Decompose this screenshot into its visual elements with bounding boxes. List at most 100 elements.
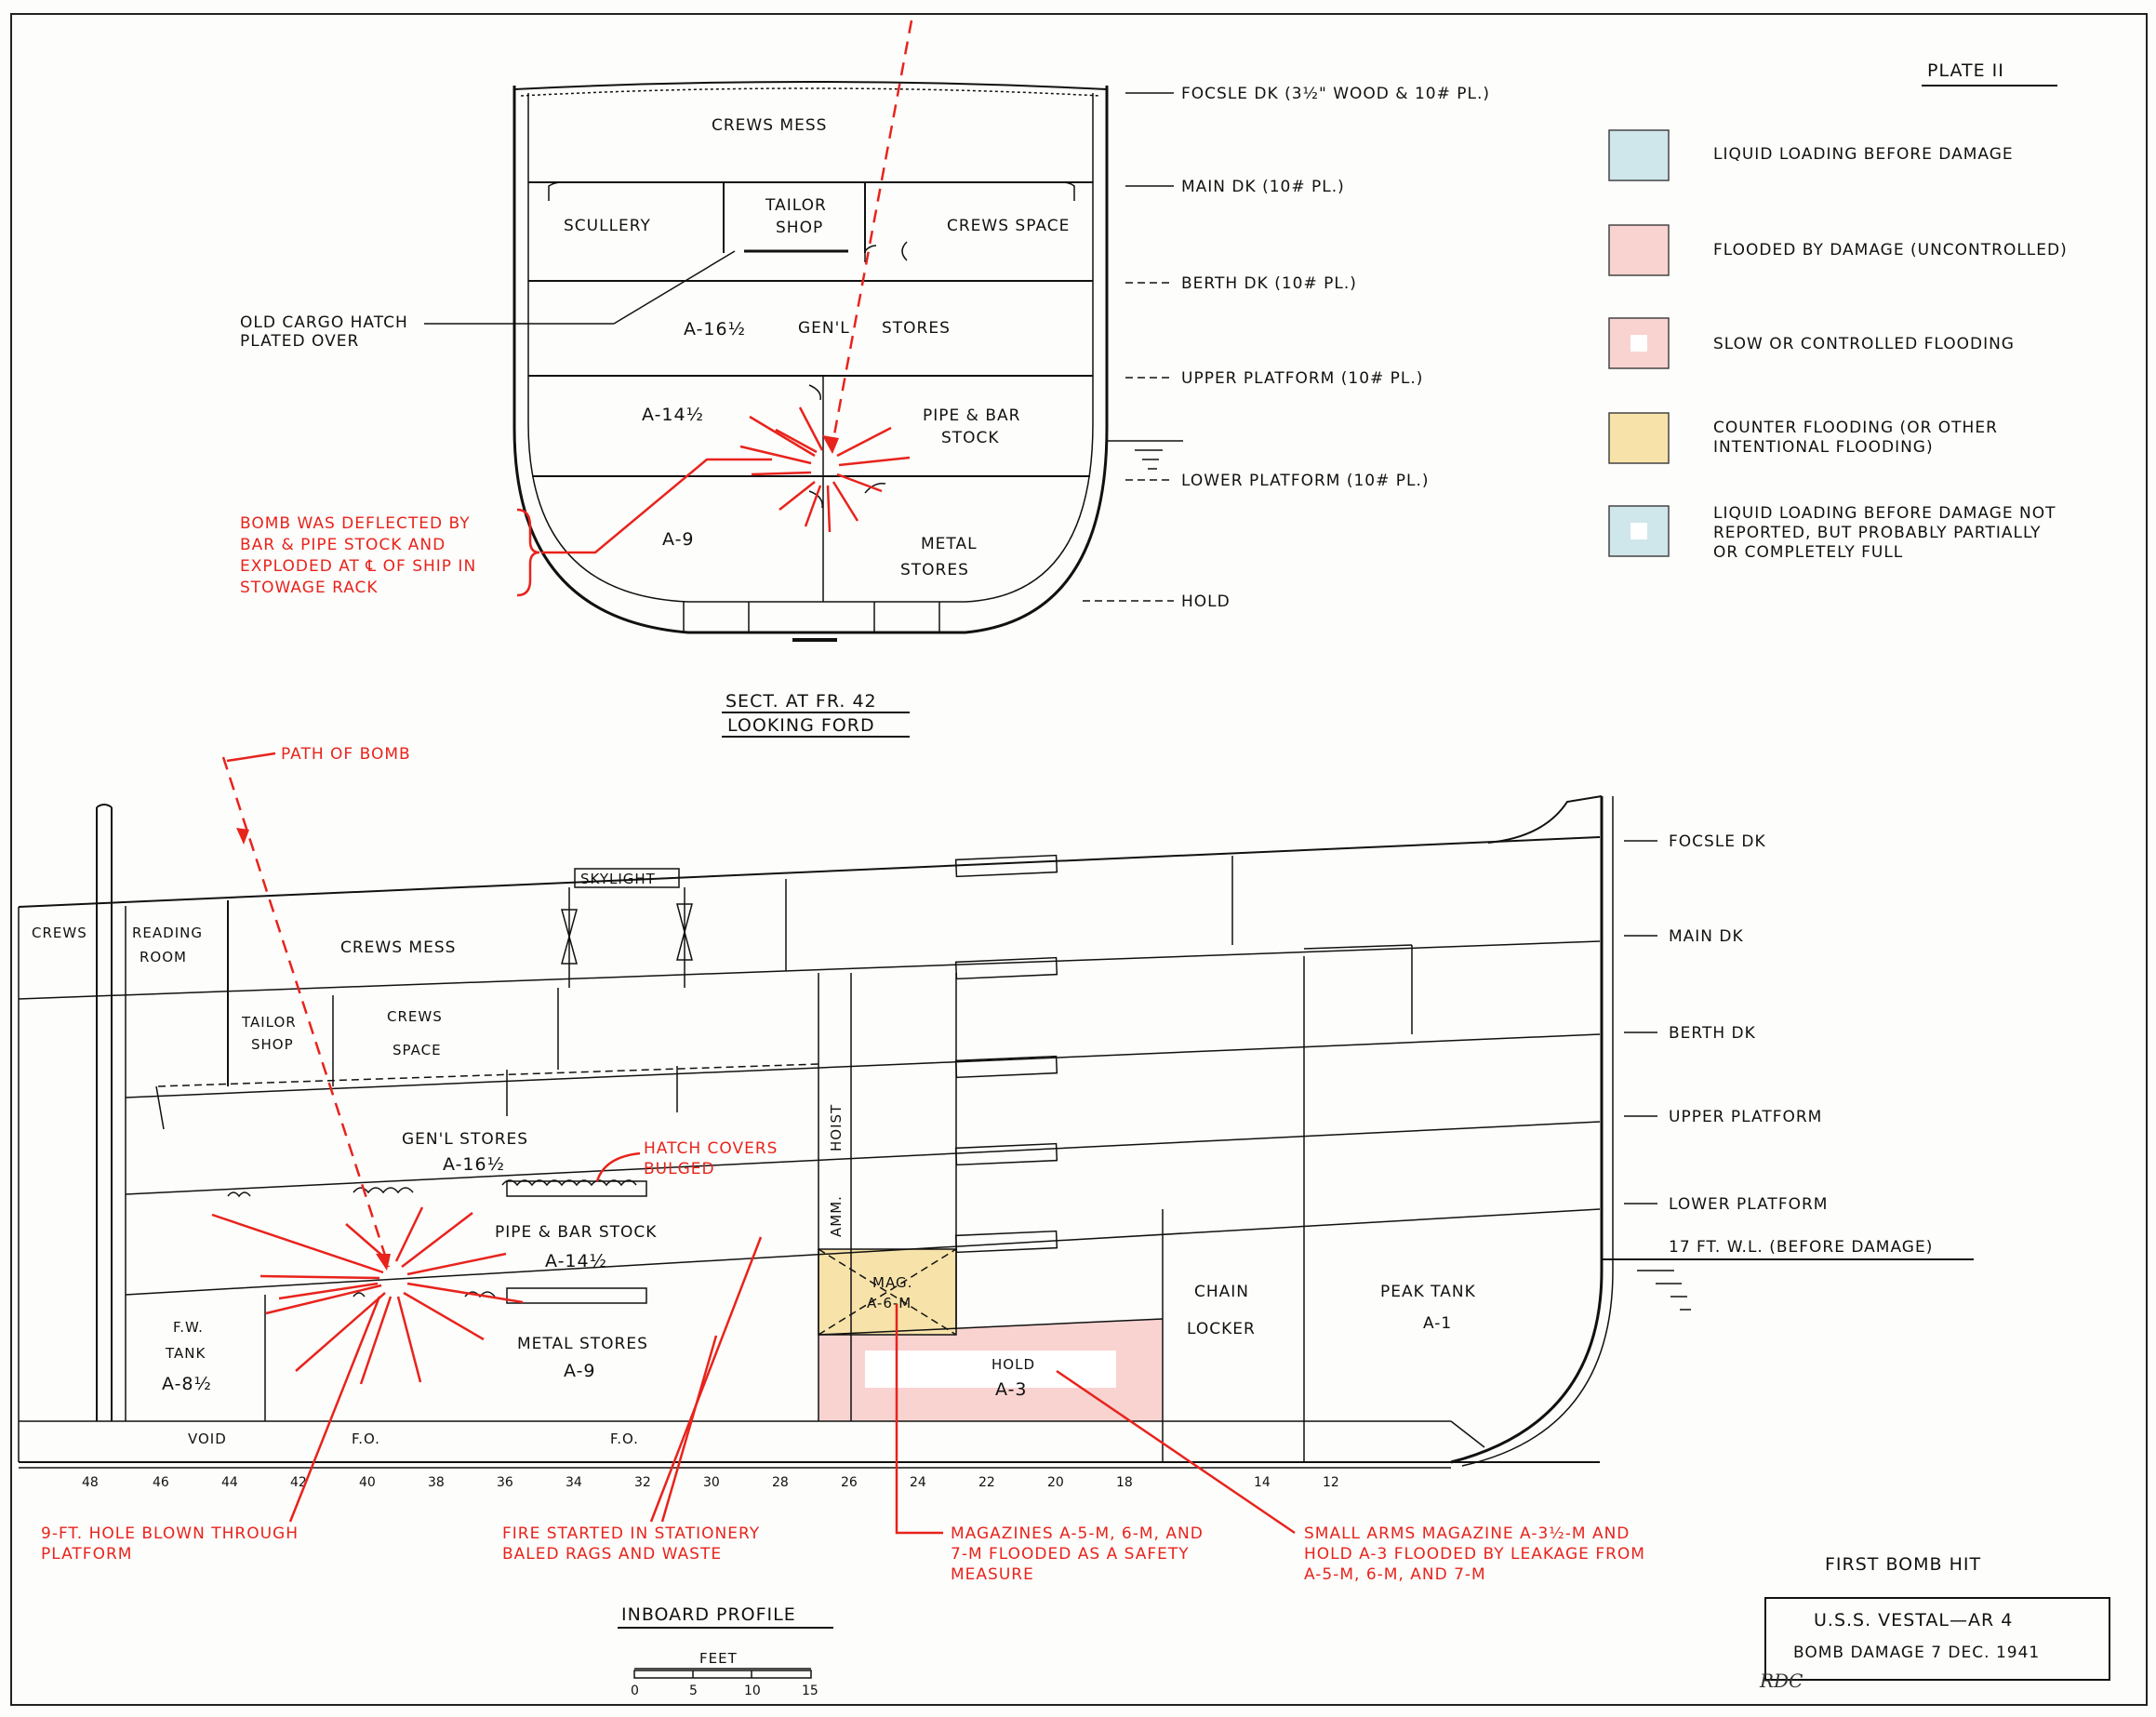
section-subtitle: LOOKING FORD [727,715,875,736]
profile-reading-1: READING [132,925,203,941]
title-initials: RDC [1759,1670,1803,1692]
section-ray-12 [775,428,818,454]
profile-focsle-deck [18,836,1601,908]
profile-deck-upper: UPPER PLATFORM [1669,1108,1822,1126]
section-hull-inner [527,93,1094,603]
title-block: FIRST BOMB HIT U.S.S. VESTAL—AR 4 BOMB D… [1759,1554,2110,1692]
section-scullery: SCULLERY [564,217,651,235]
legend-label-counter: COUNTER FLOODING (OR OTHER INTENTIONAL F… [1713,419,2003,457]
section-bracket-6 [808,490,823,509]
section-metal-1: METAL [921,535,978,553]
profile-bulge-upper [227,1179,637,1198]
profile-void: VOID [188,1431,227,1447]
profile-hoist: HOIST [828,1104,845,1151]
profile-magazine-diag-1 [818,1248,957,1336]
profile-frame-34: 34 [566,1475,582,1490]
legend-item-flooded: FLOODED BY DAMAGE (UNCONTROLLED) [1608,224,2068,276]
profile-frame-42: 42 [290,1475,307,1490]
profile-tank-top-bow [1450,1420,1485,1448]
profile-fo-1: F.O. [352,1431,380,1447]
section-a9: A-9 [662,529,695,550]
profile-tailor-2: SHOP [251,1036,294,1053]
profile-bomb-arrowhead-2 [376,1254,391,1271]
profile-hatch-2 [954,956,1058,980]
profile-chain-1: CHAIN [1194,1283,1249,1301]
legend-item-counter: COUNTER FLOODING (OR OTHER INTENTIONAL F… [1608,412,2003,464]
profile-peak-1: PEAK TANK [1380,1283,1476,1301]
legend-item-slow: SLOW OR CONTROLLED FLOODING [1608,317,2014,369]
profile-bhd-upper-3 [1303,944,1413,950]
section-a14: A-14½ [642,405,704,425]
profile-ray-5 [359,1296,393,1385]
profile-frame-38: 38 [428,1475,445,1490]
section-tailor-1: TAILOR [765,196,827,215]
profile-note-magazines-leader [895,1304,943,1535]
section-tailor-2: SHOP [776,219,823,237]
section-old-hatch-leader-2 [613,250,736,325]
profile-frame-20: 20 [1047,1475,1064,1490]
section-ray-2 [739,445,812,465]
profile-scale-label: FEET [699,1650,738,1667]
profile-note-fire-leader-1 [649,1236,763,1523]
section-bomb-arrowhead [822,435,839,454]
section-metal-2: STORES [900,561,969,579]
profile-ray-1 [211,1213,384,1274]
section-deck-berth: BERTH DK (10# PL.) [1181,274,1357,293]
legend-swatch-flooded [1608,224,1670,276]
title-caption: FIRST BOMB HIT [1825,1554,1981,1575]
profile-frame-24: 24 [910,1475,926,1490]
section-bracket-3 [548,181,563,201]
plate-number: PLATE II [1927,60,2004,81]
title-box [1764,1597,2110,1681]
profile-fo-2: F.O. [610,1431,639,1447]
section-pipe-2: STOCK [941,429,1000,447]
profile-bow-top [1487,795,1603,844]
section-ray-3 [751,471,812,476]
section-deck-focsle: FOCSLE DK (3½" WOOD & 10# PL.) [1181,85,1490,103]
legend-label-flooded: FLOODED BY DAMAGE (UNCONTROLLED) [1713,241,2068,260]
profile-hold-2: A-3 [995,1379,1028,1400]
profile-hold-top [818,1318,1164,1336]
profile-deck-main: MAIN DK [1669,927,1744,946]
profile-hold-1: HOLD [991,1356,1035,1373]
profile-hatch-3 [954,1055,1058,1079]
profile-hatch-note: HATCH COVERS BULGED [644,1139,784,1178]
profile-fw-2: TANK [165,1345,206,1362]
section-old-hatch-label: OLD CARGO HATCH PLATED OVER [240,313,414,351]
section-explosion [739,406,911,533]
section-bomb-path [831,20,913,446]
section-bomb-note: BOMB WAS DEFLECTED BY BAR & PIPE STOCK A… [240,514,483,597]
section-bracket-2 [901,241,908,261]
profile-hatch-7 [506,1287,647,1304]
profile-scale-box [633,1670,812,1679]
section-ray-7 [832,481,859,522]
profile-explosion [211,1206,524,1385]
profile-skylight-box [574,868,680,888]
profile-note-fire: FIRE STARTED IN STATIONERY BALED RAGS AN… [502,1524,765,1564]
profile-note-small-arms-leader [1056,1369,1296,1535]
profile-scale-15: 15 [802,1684,818,1698]
profile-upper-platform [125,1121,1601,1195]
section-bomb-note-leader [541,458,772,554]
profile-deck-berth: BERTH DK [1669,1024,1756,1043]
section-crews-mess: CREWS MESS [712,116,827,135]
profile-skylight-vent-1 [561,909,578,965]
profile-note-fire-leader-2 [660,1335,718,1523]
section-hull-outer [512,86,1109,634]
profile-ray-13 [278,1282,379,1300]
profile-ray-7 [403,1291,485,1341]
profile-frame-36: 36 [497,1475,513,1490]
section-ray-11 [798,406,824,451]
section-deck-main: MAIN DK (10# PL.) [1181,178,1345,196]
profile-fw-1: F.W. [173,1319,204,1336]
section-bracket-4 [1061,181,1075,201]
profile-scale-10: 10 [744,1684,761,1698]
profile-stem-inner [1461,796,1614,1467]
legend-swatch-notreported-inset [1630,523,1647,539]
section-ray-1 [749,415,816,458]
profile-tailor-1: TAILOR [241,1014,297,1031]
profile-ray-10 [401,1212,473,1268]
profile-ray-3 [265,1284,382,1315]
profile-a9: A-9 [564,1361,596,1381]
section-ray-8 [836,473,883,493]
